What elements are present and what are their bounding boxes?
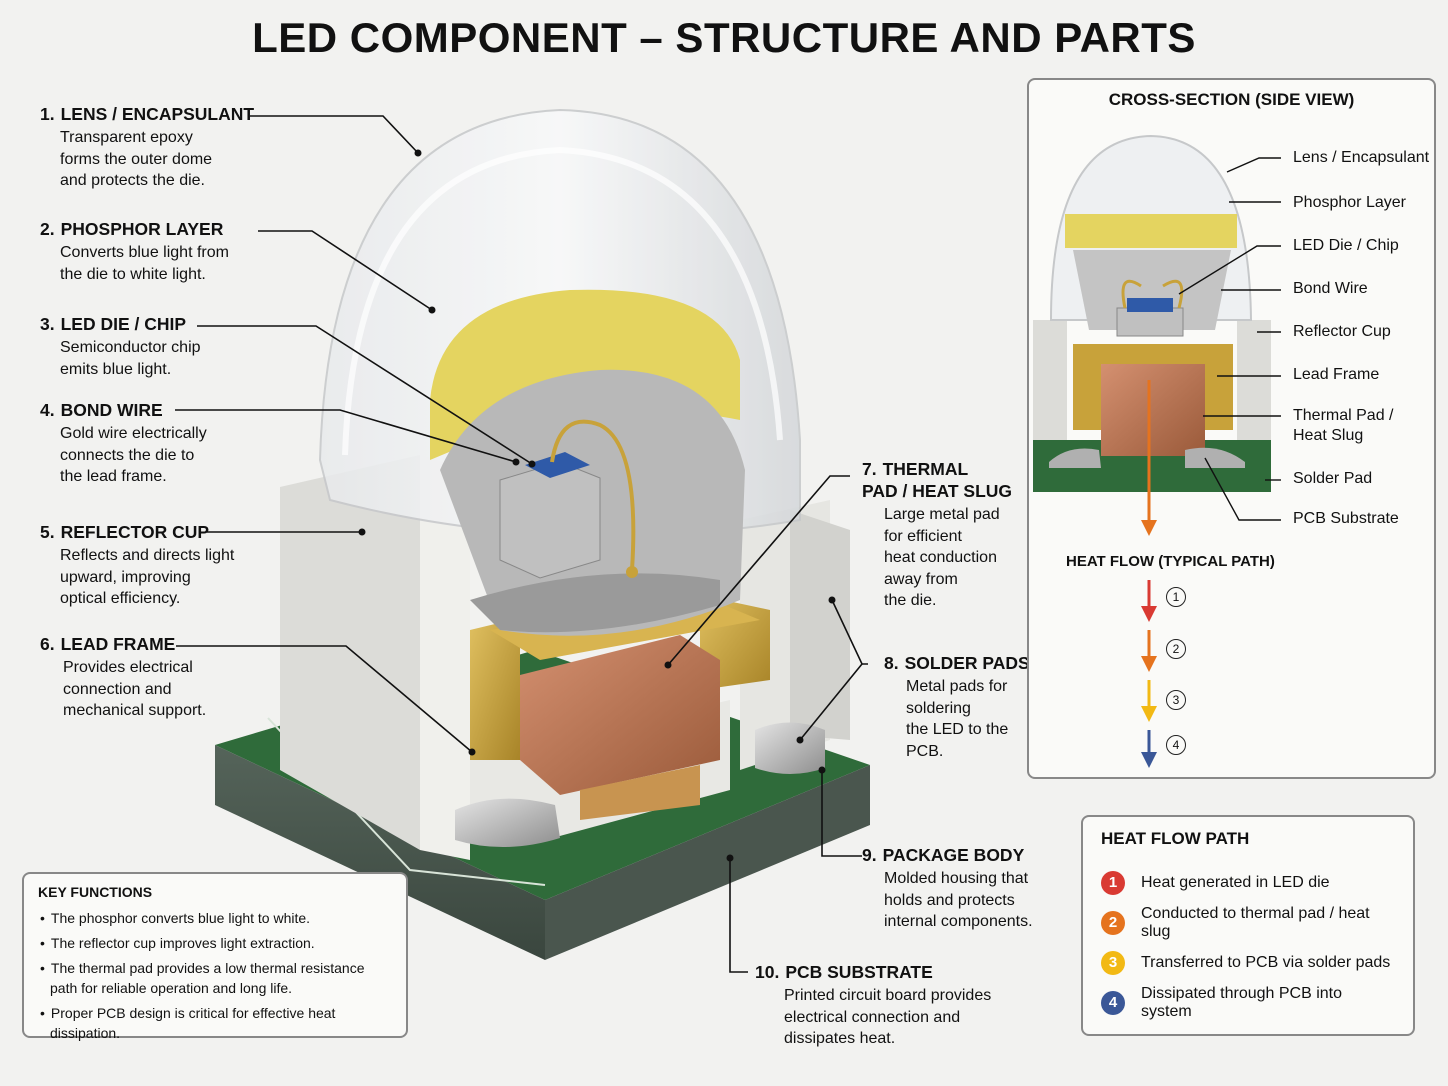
heat-step-4: 4 <box>1166 735 1186 755</box>
heat-slug-art <box>520 635 720 820</box>
list-item: 4 Dissipated through PCB into system <box>1101 983 1395 1023</box>
key-functions-box: KEY FUNCTIONS The phosphor converts blue… <box>22 872 408 1041</box>
cross-section-title: CROSS-SECTION (SIDE VIEW) <box>1108 90 1355 109</box>
list-item: 1 Heat generated in LED die <box>1101 863 1395 903</box>
cs-label-bond-wire: Bond Wire <box>1293 280 1368 297</box>
list-item: Proper PCB design is critical for effect… <box>38 1003 392 1043</box>
page-title: LED COMPONENT – STRUCTURE AND PARTS <box>252 14 1196 61</box>
part-8-label: 8.SOLDER PADS Metal pads for soldering t… <box>884 653 1030 760</box>
cs-label-reflector: Reflector Cup <box>1293 323 1391 340</box>
step-badge: 2 <box>1101 911 1125 935</box>
step-badge: 1 <box>1101 871 1125 895</box>
part-5-label: 5.REFLECTOR CUP Reflects and directs lig… <box>40 522 235 607</box>
part-10-label: 10.PCB SUBSTRATE Printed circuit board p… <box>755 962 992 1047</box>
leader-lines <box>175 115 868 973</box>
part-6-label: 6.LEAD FRAME Provides electrical connect… <box>40 634 207 719</box>
cs-label-phosphor: Phosphor Layer <box>1293 194 1406 211</box>
list-item: The reflector cup improves light extract… <box>38 933 392 953</box>
part-9-label: 9.PACKAGE BODY Molded housing that holds… <box>862 845 1033 930</box>
cs-label-die: LED Die / Chip <box>1293 237 1399 254</box>
part-2-label: 2.PHOSPHOR LAYER Converts blue light fro… <box>40 219 229 283</box>
cs-label-lead-frame: Lead Frame <box>1293 366 1380 383</box>
list-item: The phosphor converts blue light to whit… <box>38 908 392 928</box>
solder-pads-art <box>455 722 825 848</box>
cs-label-lens: Lens / Encapsulant <box>1293 149 1430 166</box>
cross-section-panel: CROSS-SECTION (SIDE VIEW) <box>1027 78 1436 779</box>
cs-label-pcb: PCB Substrate <box>1293 510 1399 527</box>
key-functions-title: KEY FUNCTIONS <box>38 884 153 900</box>
heat-step-2: 2 <box>1166 639 1186 659</box>
step-badge: 3 <box>1101 951 1125 975</box>
cs-label-solder-pad: Solder Pad <box>1293 470 1373 487</box>
list-item: 2 Conducted to thermal pad / heat slug <box>1101 903 1395 943</box>
cs-label-thermal-pad: Thermal Pad / Heat Slug <box>1293 407 1394 444</box>
heat-step-3: 3 <box>1166 690 1186 710</box>
die-art <box>499 419 638 579</box>
part-3-label: 3.LED DIE / CHIP Semiconductor chip emit… <box>40 314 201 378</box>
cross-section-art <box>1033 134 1281 768</box>
list-item: 3 Transferred to PCB via solder pads <box>1101 943 1395 983</box>
list-item: The thermal pad provides a low thermal r… <box>38 958 392 998</box>
heat-step-1: 1 <box>1166 587 1186 607</box>
part-1-label: 1.LENS / ENCAPSULANT Transparent epoxy f… <box>40 104 255 189</box>
step-badge: 4 <box>1101 991 1125 1015</box>
part-4-label: 4.BOND WIRE Gold wire electrically conne… <box>40 400 207 485</box>
heat-flow-path-box: HEAT FLOW PATH 1 Heat generated in LED d… <box>1081 815 1415 1036</box>
heat-flow-path-title: HEAT FLOW PATH <box>1101 829 1250 848</box>
heat-flow-typical-title: HEAT FLOW (TYPICAL PATH) <box>1066 553 1275 570</box>
part-7-label: 7.THERMAL PAD / HEAT SLUG Large metal pa… <box>862 459 1013 609</box>
